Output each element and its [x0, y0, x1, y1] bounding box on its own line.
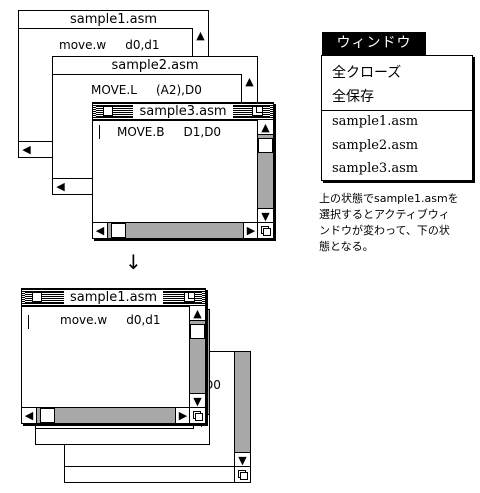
title-bar[interactable]: sample3.asm — [93, 103, 273, 121]
text-cursor — [28, 315, 29, 329]
scroll-left-icon[interactable]: ◀ — [53, 179, 68, 194]
scroll-up-icon[interactable]: ▲ — [190, 306, 205, 321]
window-menu-title[interactable]: ウィンドウ — [322, 32, 426, 55]
caption-text: 上の状態でsample1.asmを 選択するとアクティブウィ ンドウが変わって、… — [319, 191, 479, 255]
vertical-scrollbar[interactable]: ▲ ▼ — [189, 306, 205, 408]
code-line: MOVE.B D1,D0 — [117, 125, 222, 139]
vertical-scrollbar[interactable]: ▲ ▼ — [257, 120, 273, 223]
horizontal-scrollbar[interactable]: ◀ — [53, 178, 93, 194]
caption-line: 態となる。 — [319, 240, 374, 253]
window-title: sample2.asm — [111, 58, 199, 73]
horizontal-scrollbar[interactable] — [36, 428, 194, 444]
scroll-down-icon[interactable]: ▼ — [190, 393, 205, 408]
menu-item-sample3[interactable]: sample3.asm — [332, 161, 419, 176]
scroll-right-icon[interactable]: ▶ — [175, 408, 190, 423]
horizontal-scrollbar[interactable]: ◀ ▶ — [93, 222, 258, 238]
scroll-down-icon[interactable]: ▼ — [258, 208, 273, 223]
scroll-down-icon[interactable]: ▼ — [235, 452, 250, 467]
scroll-left-icon[interactable]: ◀ — [93, 223, 108, 238]
menu-separator — [322, 110, 472, 111]
zoom-box-icon[interactable] — [184, 292, 195, 302]
scroll-thumb[interactable] — [111, 223, 126, 238]
menu-item-save-all[interactable]: 全保存 — [332, 89, 374, 105]
menu-item-close-all[interactable]: 全クローズ — [332, 65, 402, 81]
size-box-icon[interactable] — [257, 222, 273, 238]
vertical-scrollbar[interactable]: ▼ — [234, 352, 250, 467]
horizontal-scrollbar[interactable] — [65, 466, 235, 482]
code-line: MOVE.L (A2),D0 — [91, 83, 202, 97]
title-bar[interactable]: sample2.asm — [53, 57, 257, 75]
scroll-left-icon[interactable]: ◀ — [19, 142, 34, 157]
menu-item-sample1[interactable]: sample1.asm — [332, 114, 419, 129]
scroll-thumb[interactable] — [190, 324, 205, 339]
scroll-up-icon[interactable]: ▲ — [193, 28, 208, 43]
window-title: sample1.asm — [22, 289, 205, 306]
size-box-icon[interactable] — [234, 466, 250, 482]
horizontal-scrollbar[interactable]: ◀ — [19, 141, 55, 157]
window-title: sample3.asm — [93, 103, 273, 120]
text-cursor — [99, 125, 100, 139]
close-box-icon[interactable] — [103, 106, 113, 116]
title-bar[interactable]: sample1.asm — [22, 289, 205, 307]
scroll-thumb[interactable] — [40, 408, 55, 423]
zoom-box-icon[interactable] — [252, 106, 263, 116]
scroll-up-icon[interactable]: ▲ — [242, 74, 257, 89]
code-line: move.w d0,d1 — [59, 38, 160, 52]
caption-line: ンドウが変わって、下の状 — [319, 224, 450, 237]
caption-line: 選択するとアクティブウィ — [319, 208, 450, 221]
window-title: sample1.asm — [69, 12, 158, 27]
code-line: move.w d0,d1 — [60, 313, 161, 327]
window-sample1-active[interactable]: sample1.asm move.w d0,d1 ▲ ▼ ◀ ▶ — [21, 288, 206, 424]
window-sample3-active[interactable]: sample3.asm MOVE.B D1,D0 ▲ ▼ ◀ ▶ — [92, 102, 274, 239]
scroll-thumb[interactable] — [258, 138, 273, 153]
caption-line: 上の状態でsample1.asmを — [319, 192, 459, 205]
scroll-left-icon[interactable]: ◀ — [22, 408, 37, 423]
title-bar[interactable]: sample1.asm — [19, 11, 208, 29]
close-box-icon[interactable] — [32, 292, 42, 302]
horizontal-scrollbar[interactable]: ◀ ▶ — [22, 407, 190, 423]
transition-arrow-icon: ↓ — [125, 250, 142, 274]
scroll-up-icon[interactable]: ▲ — [258, 120, 273, 135]
window-menu-dropdown: 全クローズ 全保存 sample1.asm sample2.asm sample… — [321, 55, 473, 181]
scroll-right-icon[interactable]: ▶ — [243, 223, 258, 238]
size-box-icon[interactable] — [189, 407, 205, 423]
menu-item-sample2[interactable]: sample2.asm — [332, 138, 419, 153]
